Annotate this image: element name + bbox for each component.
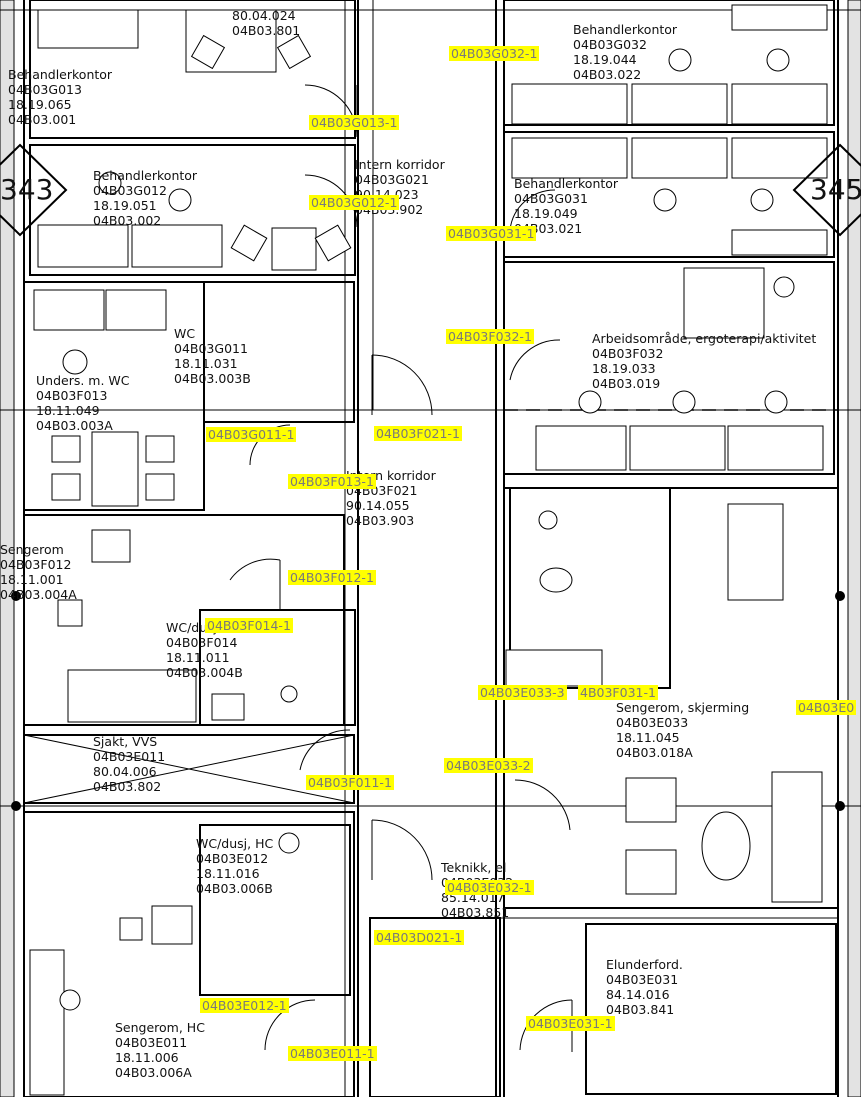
- room-outline-g013: [29, 0, 356, 139]
- door-tag: 04B03G032-1: [449, 46, 540, 61]
- room-outline-g032: [503, 0, 835, 126]
- room-outline-g011: [203, 281, 355, 423]
- door-tag: 4B03F031-1: [578, 685, 658, 700]
- door-tag: 04B03G012-1: [309, 195, 400, 210]
- door-tag: 04B03E033-2: [444, 758, 533, 773]
- axis-label-right: 345: [810, 173, 861, 206]
- door-tag: 04B03F012-1: [288, 570, 376, 585]
- axis-label-left: 343: [0, 173, 54, 206]
- door-tag: 04B03E033-3: [478, 685, 567, 700]
- door-tag: 04B03G011-1: [206, 427, 297, 442]
- door-tag: 04B03E0: [796, 700, 857, 715]
- room-outline-f032: [503, 261, 835, 475]
- door-tag: 04B03E011-1: [288, 1046, 377, 1061]
- room-outline-g031: [503, 131, 835, 258]
- door-tag: 04B03E032-1: [445, 880, 534, 895]
- right-exterior-wall: [847, 0, 861, 1097]
- left-exterior-wall: [0, 0, 15, 1097]
- room-outline-f012: [23, 514, 345, 726]
- room-outline-e012: [199, 824, 351, 996]
- door-tag: 04B03F032-1: [446, 329, 534, 344]
- room-outline-e011a: [23, 734, 355, 804]
- room-outline-e011: [23, 811, 355, 1097]
- door-tag: 04B03F013-1: [288, 474, 376, 489]
- axis-marker-left: [0, 143, 68, 237]
- room-outline-f014: [199, 609, 356, 726]
- room-outline-e031: [585, 923, 837, 1095]
- axis-marker-right: [792, 143, 861, 237]
- door-tag: 04B03F021-1: [374, 426, 462, 441]
- room-outline-e032: [369, 917, 501, 1097]
- door-tag: 04B03G031-1: [446, 226, 537, 241]
- door-tag: 04B03F014-1: [205, 618, 293, 633]
- room-outline-g012: [29, 144, 356, 276]
- door-tag: 04B03E031-1: [526, 1016, 615, 1031]
- door-tag: 04B03D021-1: [374, 930, 465, 945]
- door-tag: 04B03F011-1: [306, 775, 394, 790]
- door-tag: 04B03G013-1: [309, 115, 400, 130]
- door-tag: 04B03E012-1: [200, 998, 289, 1013]
